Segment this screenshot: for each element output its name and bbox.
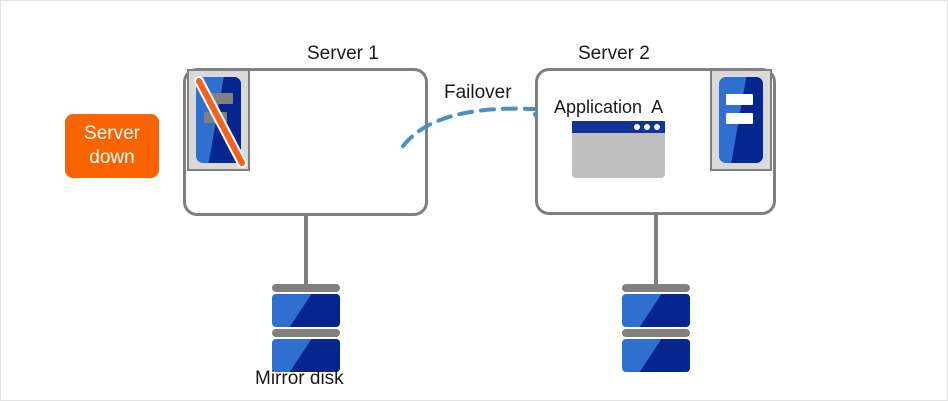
disk-cap-top <box>622 284 690 292</box>
disk-stack-icon-left <box>272 284 340 374</box>
application-label: Application A <box>554 97 664 117</box>
status-badge-server-down: Server down <box>65 114 159 178</box>
application-window-controls <box>634 124 660 130</box>
server-slot-bar-1 <box>209 93 234 105</box>
disk-cap-top <box>272 284 340 292</box>
disk-stack-icon-right <box>622 284 690 374</box>
server-running-icon <box>710 69 772 171</box>
status-badge-line-2: down <box>89 147 135 168</box>
window-dot-1 <box>634 124 640 130</box>
disk-cap-middle <box>622 329 690 337</box>
disk-platter-2 <box>622 339 690 372</box>
server-slot-bar-1 <box>726 94 753 106</box>
server-1-disk-connector <box>304 214 308 286</box>
server-2-disk-connector <box>654 213 658 286</box>
server-down-icon <box>187 69 250 171</box>
disk-platter-2 <box>272 339 340 372</box>
window-dot-2 <box>644 124 650 130</box>
status-badge-line-1: Server <box>84 123 140 144</box>
server-2-title: Server 2 <box>578 43 650 64</box>
server-1-title: Server 1 <box>307 43 379 64</box>
window-dot-3 <box>654 124 660 130</box>
disk-cap-middle <box>272 329 340 337</box>
application-titlebar <box>572 121 665 133</box>
server-chassis <box>196 77 241 163</box>
disk-platter-1 <box>272 294 340 327</box>
disk-platter-1 <box>622 294 690 327</box>
application-window-body <box>572 133 665 178</box>
failover-label: Failover <box>444 82 512 103</box>
mirror-disk-label: Mirror disk <box>255 368 344 389</box>
application-window-icon <box>572 121 665 178</box>
server-slot-bar-2 <box>203 112 228 124</box>
server-chassis <box>719 77 763 163</box>
server-slot-bar-2 <box>726 113 753 125</box>
